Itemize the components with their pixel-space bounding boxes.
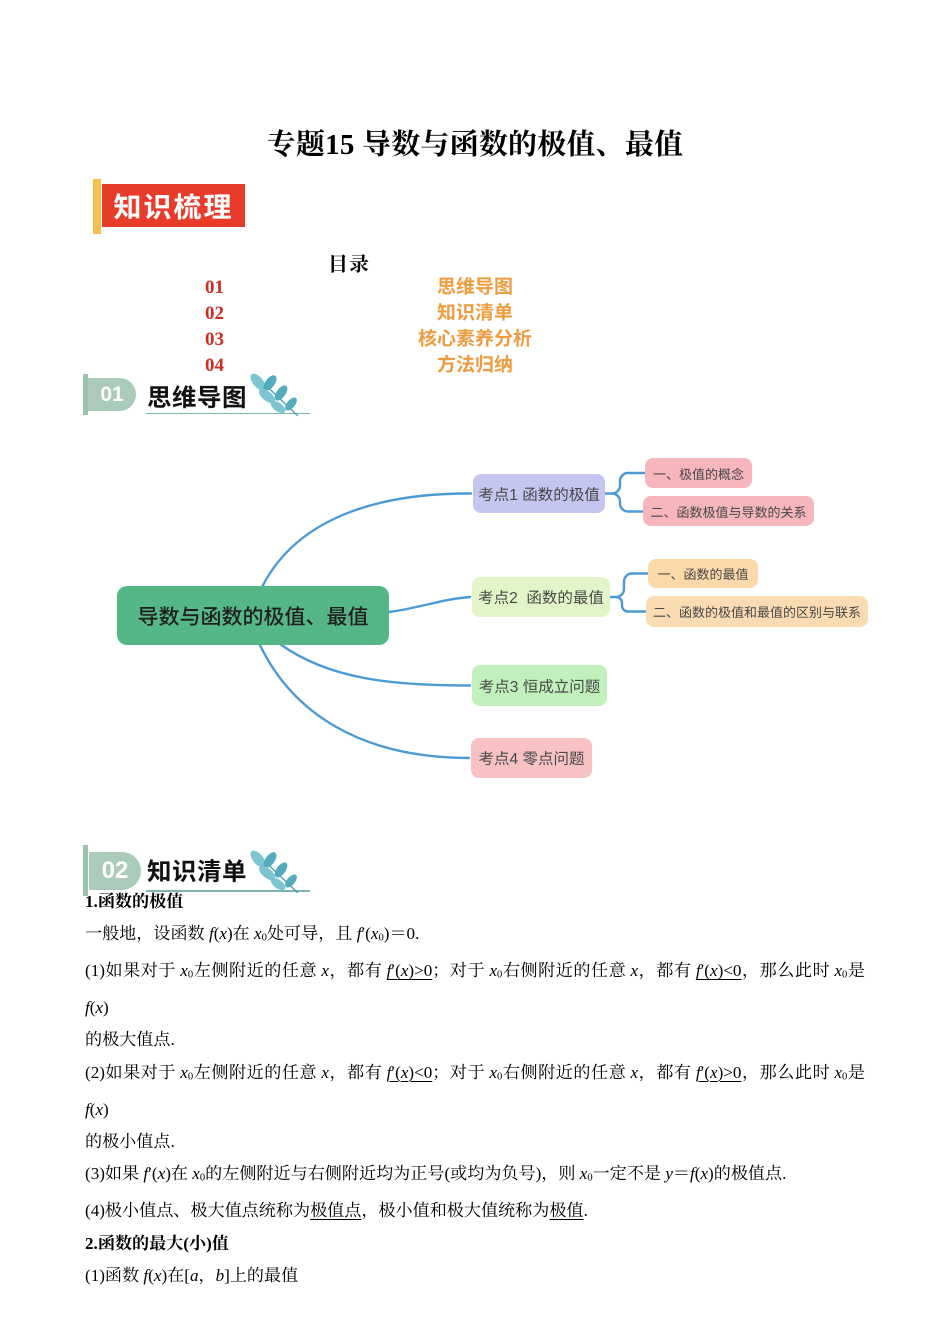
mindmap-connectors: [258, 471, 650, 760]
toc-item-label: 知识清单: [436, 302, 513, 324]
content-line: 的极小值点.: [85, 1131, 175, 1151]
toc-item-label: 方法归纳: [436, 354, 513, 376]
section-header-mindmap: 01 思维导图: [83, 373, 413, 436]
toc-item-number: 01: [205, 277, 224, 298]
section-bar: [83, 845, 88, 896]
mindmap-node-root: 导数与函数的极值、最值: [117, 586, 389, 645]
badge-label: 知识梳理: [102, 184, 245, 227]
toc-item-number: 04: [205, 354, 224, 376]
section-underline: [146, 890, 310, 892]
leaf-decoration-icon: [250, 373, 299, 417]
mindmap-node-s21: 一、函数的最值: [648, 559, 758, 588]
section-title: 思维导图: [147, 385, 247, 412]
content-line: (1)如果对于 x0左侧附近的任意 x，都有 f′(x)>0；对于 x0右侧附近…: [85, 961, 865, 1017]
content-line: 2.函数的最大(小)值: [85, 1233, 229, 1253]
toc-item-label: 思维导图: [436, 277, 513, 298]
content-line: 一般地，设函数 f(x)在 x0处可导，且 f′(x0)＝0.: [85, 924, 420, 944]
mindmap-node-k2: 考点2 函数的最值: [472, 577, 610, 617]
toc-row: 01 思维导图: [0, 275, 950, 301]
page-title: 专题15 导数与函数的极值、最值: [266, 129, 684, 161]
section-title: 知识清单: [147, 859, 247, 886]
toc-row: 02 知识清单: [0, 301, 950, 327]
section-number-badge: 01: [88, 378, 136, 411]
toc-item-number: 03: [205, 328, 224, 350]
toc-row: 04 方法归纳: [0, 353, 950, 379]
section-underline: [146, 412, 310, 414]
badge-accent-bar: [93, 179, 101, 234]
mindmap-diagram: 导数与函数的极值、最值 考点1 函数的极值 一、极值的概念二、函数极值与导数的关系考…: [0, 440, 950, 800]
section-number-badge: 02: [89, 852, 141, 890]
content-line: 的极大值点.: [85, 1030, 175, 1050]
section-bar: [83, 374, 88, 415]
leaf-decoration-icon: [250, 850, 299, 894]
knowledge-content: 1.函数的极值一般地，设函数 f(x)在 x0处可导，且 f′(x0)＝0. (1…: [85, 886, 865, 1293]
toc-row: 03 核心素养分析: [0, 327, 950, 353]
content-line: (4)极小值点、极大值点统称为极值点，极小值和极大值统称为极值.: [85, 1201, 588, 1221]
content-line: (1)函数 f(x)在[a，b]上的最值: [85, 1266, 299, 1286]
section-header-knowledge-list: 02 知识清单: [83, 845, 413, 907]
mindmap-node-k4: 考点4 零点问题: [471, 738, 592, 778]
toc-item-number: 02: [205, 302, 224, 324]
mindmap-node-s11: 一、极值的概念: [645, 458, 752, 488]
content-line: 1.函数的极值: [85, 892, 184, 911]
toc-heading: 目录: [328, 254, 370, 276]
mindmap-node-k3: 考点3 恒成立问题: [472, 665, 607, 706]
mindmap-node-s22: 二、函数的极值和最值的区别与联系: [646, 596, 868, 627]
content-line: (2)如果对于 x0左侧附近的任意 x，都有 f′(x)<0；对于 x0右侧附近…: [85, 1062, 865, 1119]
content-line: (3)如果 f′(x)在 x0的左侧附近与右侧附近均为正号(或均为负号)，则 x…: [85, 1164, 787, 1184]
mindmap-node-s12: 二、函数极值与导数的关系: [643, 496, 814, 526]
toc-list: 01 思维导图 02 知识清单 03 核心素养分析 04 方法归纳: [0, 275, 950, 379]
toc-item-label: 核心素养分析: [417, 328, 532, 350]
mindmap-node-k1: 考点1 函数的极值: [473, 474, 605, 513]
